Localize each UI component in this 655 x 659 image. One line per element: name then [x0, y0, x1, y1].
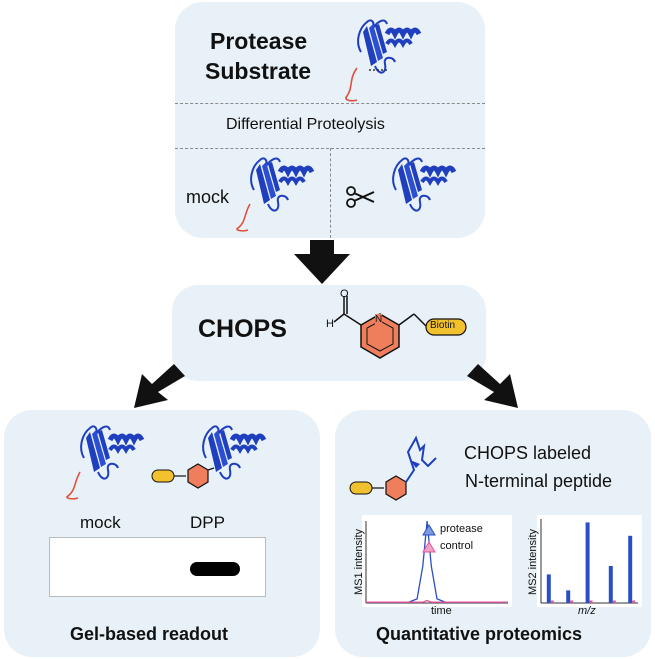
proteomics-panel-title: Quantitative proteomics — [376, 624, 583, 644]
cleaved-protein-icon — [380, 150, 460, 230]
down-arrow-icon — [294, 240, 350, 284]
ms2-bar-protease-2 — [585, 522, 590, 603]
ms2-bar-protease-3 — [608, 566, 613, 603]
ms2-bar-control-3 — [612, 600, 616, 603]
legend-control-label: control — [440, 540, 474, 552]
ms1-y-axis-label: MS1 intensity — [353, 528, 365, 596]
substrate-protein-icon — [345, 12, 425, 102]
protease-title-line1: Protease — [210, 28, 308, 54]
aldehyde-hydrogen-label: H — [326, 318, 334, 330]
ms2-bar-protease-1 — [566, 590, 571, 603]
arrow-to-proteomics-icon — [467, 364, 518, 408]
proteomics-label-line1: CHOPS labeled — [464, 443, 592, 463]
legend-control-icon — [422, 541, 436, 553]
ms2-bar-control-1 — [570, 600, 574, 603]
labeled-peptide-icon — [349, 435, 437, 501]
gel-lane-dpp-label: DPP — [190, 513, 225, 532]
top-divider-1 — [175, 103, 485, 104]
arrow-to-gel-icon — [134, 364, 185, 408]
gel-lane-mock-label: mock — [80, 513, 121, 532]
differential-proteolysis-label: Differential Proteolysis — [226, 116, 385, 133]
proteomics-label-line2: N-terminal peptide — [465, 471, 613, 491]
ms2-bar-protease-0 — [546, 574, 551, 603]
scissors-icon — [346, 186, 375, 208]
ms1-series-protease — [366, 520, 508, 603]
mock-protein-icon — [236, 150, 312, 232]
ms2-x-axis-label: m/z — [578, 605, 596, 617]
ms2-y-axis-label: MS2 intensity — [527, 528, 539, 596]
mock-label-top: mock — [186, 187, 230, 207]
chops-reagent-structure — [333, 296, 467, 359]
gel-mock-protein-icon — [66, 418, 142, 500]
legend-protease-icon — [422, 524, 436, 536]
aldehyde-oxygen-label: O — [340, 288, 349, 300]
top-divider-vertical — [330, 148, 331, 238]
ms2-bar-control-0 — [550, 600, 554, 603]
legend-protease-label: protease — [440, 523, 483, 535]
gel-panel-title: Gel-based readout — [70, 624, 229, 644]
ms2-bar-control-2 — [589, 600, 593, 603]
ms2-chart-plot — [540, 519, 638, 604]
ms1-chart — [362, 515, 512, 607]
gel-labeled-protein-icon — [151, 418, 262, 489]
chops-title: CHOPS — [198, 315, 287, 343]
gel-band — [190, 562, 240, 576]
ms2-bar-control-4 — [632, 600, 636, 603]
ms1-series-control — [366, 599, 508, 603]
protease-title-line2: Substrate — [205, 58, 312, 84]
biotin-tag-label: Biotin — [430, 320, 456, 331]
ring-nitrogen-label: N — [375, 314, 383, 325]
ms2-bar-protease-4 — [628, 535, 633, 603]
ms1-x-axis-label: time — [431, 605, 452, 617]
gel-panel — [4, 410, 320, 657]
ms1-chart-plot — [365, 520, 508, 604]
